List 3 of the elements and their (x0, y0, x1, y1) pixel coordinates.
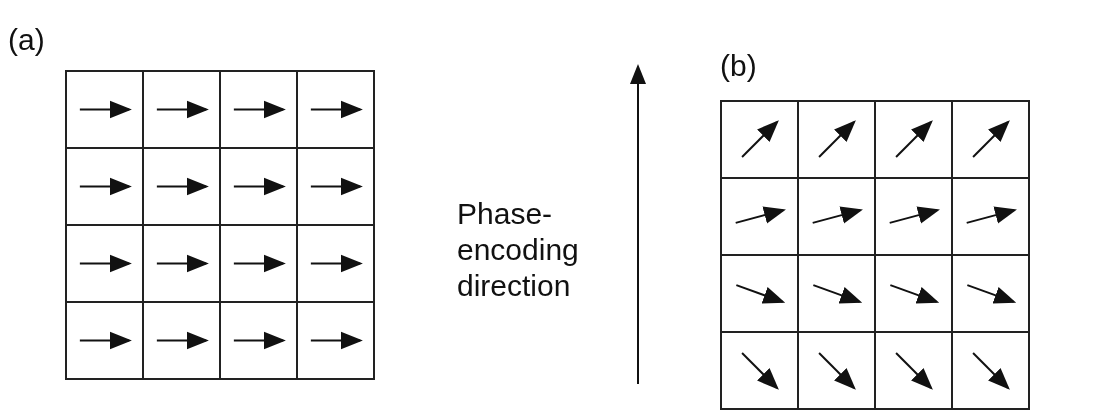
axis-label: Phase-encoding direction (457, 196, 580, 304)
panel-label: (a) (8, 22, 45, 58)
panel-label: (b) (720, 48, 757, 84)
